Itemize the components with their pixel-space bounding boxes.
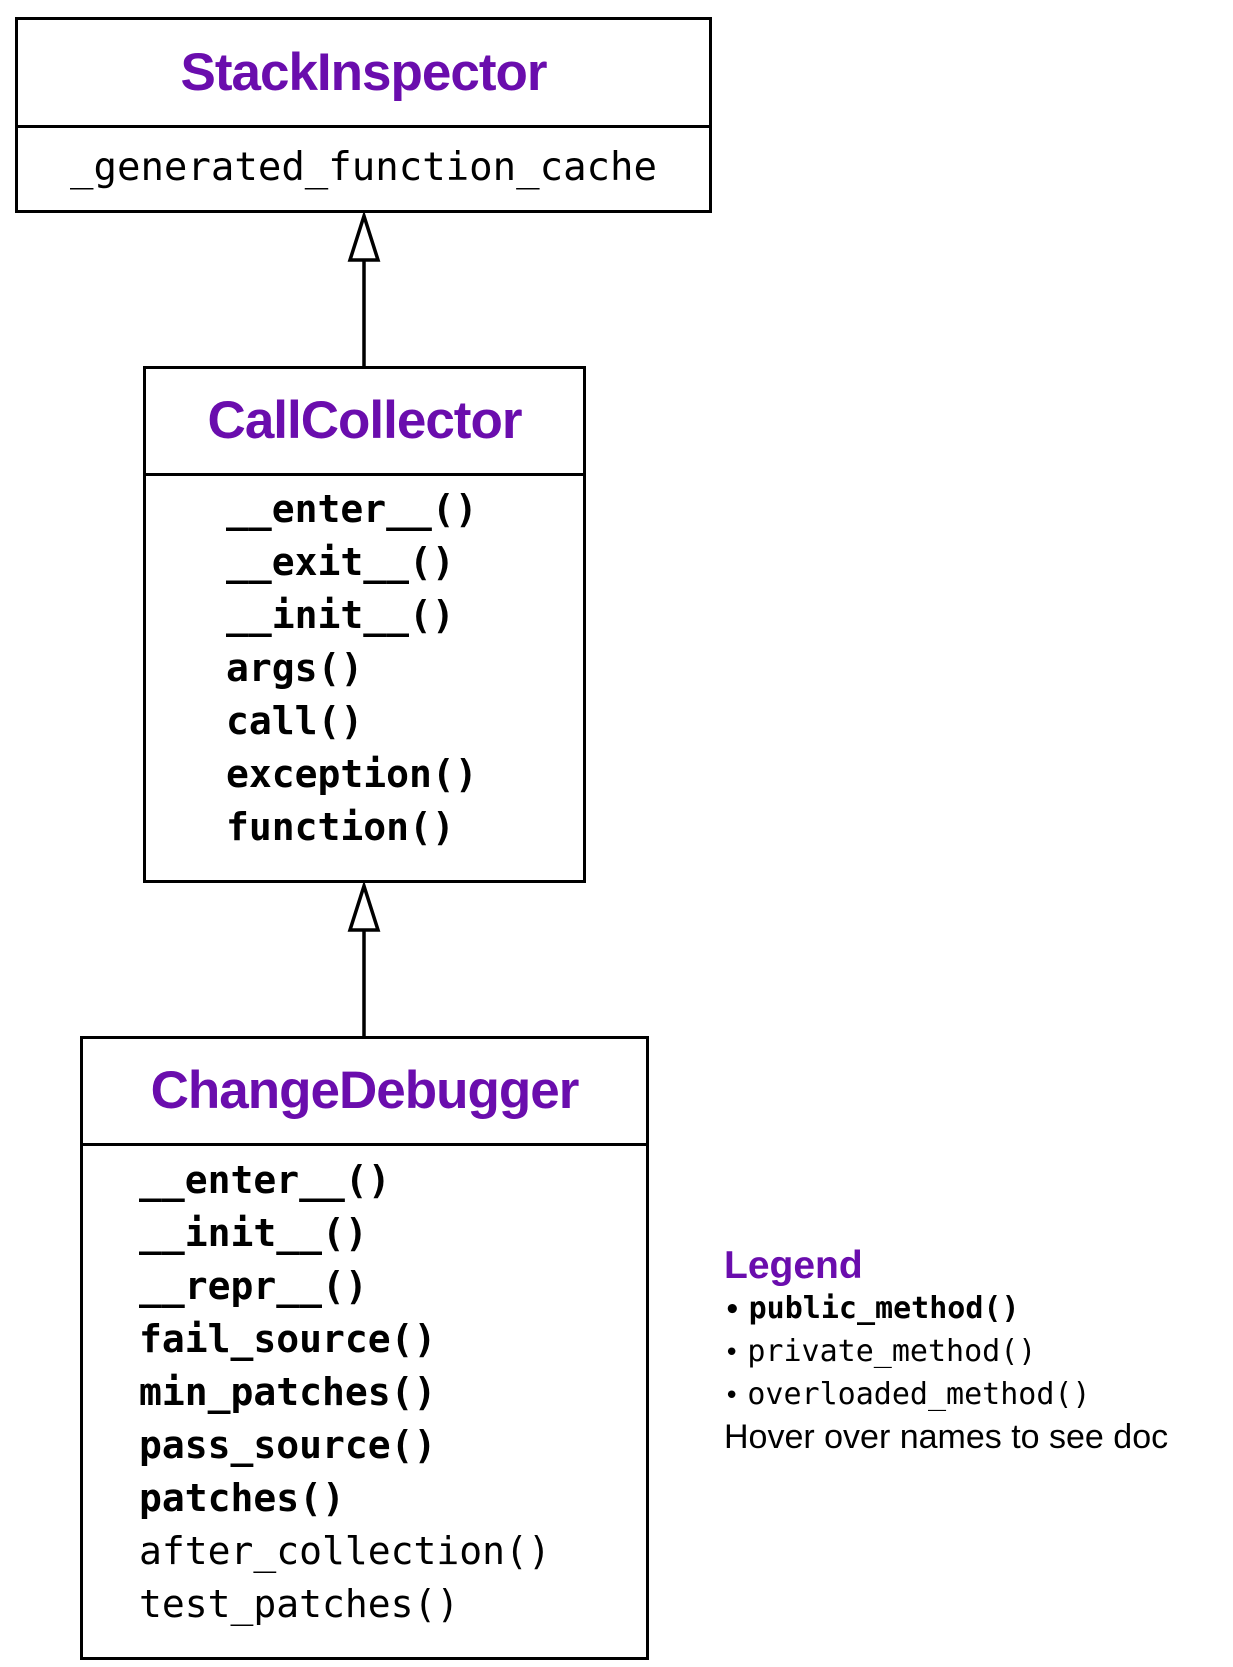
member-item[interactable]: after_collection() [139, 1529, 551, 1573]
member-item[interactable]: function() [226, 805, 455, 849]
legend: Legend •public_method() •private_method(… [724, 1244, 1224, 1457]
member-item[interactable]: min_patches() [139, 1370, 437, 1414]
class-name-changedebugger[interactable]: ChangeDebugger [83, 1039, 646, 1146]
member-list-stackinspector: _generated_function_cache [18, 128, 709, 192]
legend-title: Legend [724, 1244, 863, 1287]
arrow-changedebugger-to-callcollector [347, 880, 381, 1036]
member-item[interactable]: __enter__() [139, 1158, 391, 1202]
member-item[interactable]: pass_source() [139, 1423, 437, 1467]
member-list-changedebugger: __enter__() __init__() __repr__() fail_s… [83, 1146, 646, 1631]
class-box-stackinspector: StackInspector _generated_function_cache [15, 17, 712, 213]
member-item[interactable]: __enter__() [226, 487, 478, 531]
legend-label: public_method() [748, 1291, 1020, 1326]
legend-item-public: •public_method() [724, 1288, 1224, 1331]
member-item[interactable]: __init__() [139, 1211, 368, 1255]
legend-label: private_method() [747, 1334, 1037, 1369]
class-name-callcollector[interactable]: CallCollector [146, 369, 583, 476]
member-item[interactable]: __init__() [226, 593, 455, 637]
legend-item-private: •private_method() [724, 1331, 1224, 1374]
bullet-icon: • [724, 1295, 741, 1325]
member-item[interactable]: exception() [226, 752, 478, 796]
class-box-changedebugger: ChangeDebugger __enter__() __init__() __… [80, 1036, 649, 1660]
member-item[interactable]: args() [226, 646, 364, 690]
member-item[interactable]: call() [226, 699, 364, 743]
legend-label: overloaded_method() [747, 1377, 1091, 1412]
member-list-callcollector: __enter__() __exit__() __init__() args()… [146, 476, 583, 854]
member-item[interactable]: __repr__() [139, 1264, 368, 1308]
legend-list: •public_method() •private_method() •over… [724, 1288, 1224, 1417]
bullet-icon: • [724, 1381, 740, 1411]
legend-hint: Hover over names to see doc [724, 1418, 1169, 1456]
member-item[interactable]: __exit__() [226, 540, 455, 584]
member-item[interactable]: _generated_function_cache [70, 145, 657, 190]
bullet-icon: • [724, 1338, 740, 1368]
legend-item-overloaded: •overloaded_method() [724, 1374, 1224, 1417]
arrow-callcollector-to-stackinspector [347, 210, 381, 366]
class-name-stackinspector[interactable]: StackInspector [18, 20, 709, 128]
member-item[interactable]: test_patches() [139, 1582, 460, 1626]
class-box-callcollector: CallCollector __enter__() __exit__() __i… [143, 366, 586, 883]
member-item[interactable]: patches() [139, 1476, 345, 1520]
member-item[interactable]: fail_source() [139, 1317, 437, 1361]
